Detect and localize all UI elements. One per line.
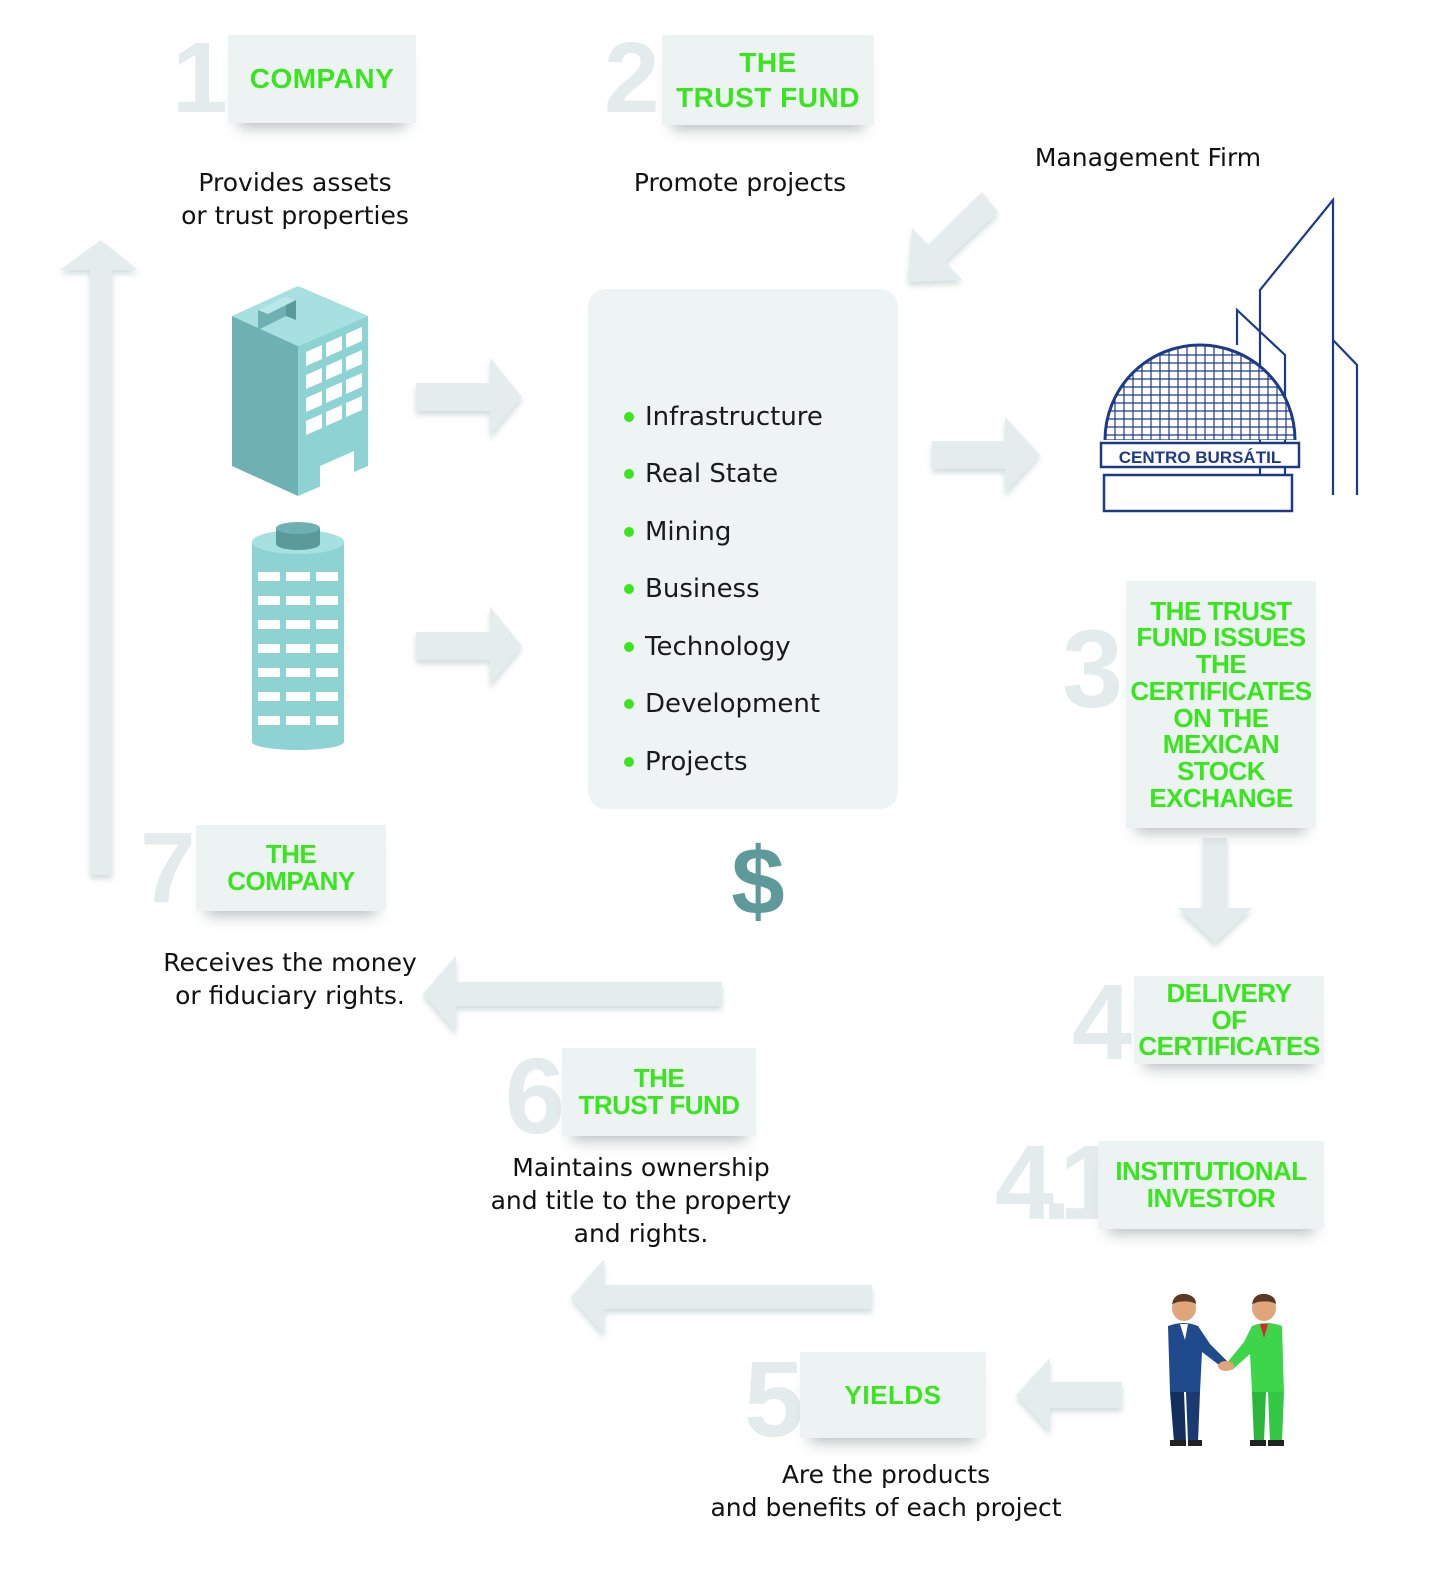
cylinder-tower-icon	[252, 522, 344, 750]
step-5-title: YIELDS	[844, 1380, 942, 1410]
bullet-icon	[624, 584, 634, 595]
project-label: Real State	[645, 459, 779, 490]
arrow-management-firm	[908, 192, 998, 282]
step-5-number: 5	[744, 1338, 804, 1459]
step-4-1-title-line: INVESTOR	[1146, 1183, 1276, 1213]
project-label: Technology	[645, 631, 791, 662]
bullet-icon	[624, 756, 634, 767]
step-3-title-line: STOCK	[1176, 755, 1266, 786]
project-label: Business	[645, 574, 760, 605]
step-4-1-number: 4.1	[995, 1124, 1118, 1242]
projects-list: Infrastructure Real State Mining Busines…	[624, 388, 823, 791]
step-6-desc-line: and title to the property	[490, 1186, 792, 1215]
step-4-1-label: INSTITUTIONAL INVESTOR	[1098, 1141, 1324, 1229]
step-6-desc-line: and rights.	[573, 1219, 709, 1248]
step-1-desc-line: Provides assets	[198, 168, 392, 197]
logo-text: CENTRO BURSÁTIL	[1118, 448, 1282, 467]
step-7-desc-line: or fiduciary rights.	[175, 981, 405, 1010]
arrow-up-left	[60, 240, 138, 875]
step-5-label: YIELDS	[800, 1352, 986, 1438]
project-item: Technology	[624, 618, 823, 676]
arrow-left-to-trust-fund	[571, 1259, 872, 1335]
step-2-number: 2	[604, 22, 660, 134]
project-label: Mining	[645, 516, 732, 547]
project-label: Development	[645, 689, 821, 720]
arrow-left-to-yields	[1016, 1358, 1122, 1432]
arrow-tower-to-box	[416, 607, 522, 685]
step-1-number: 1	[172, 22, 228, 134]
step-4-1-title-line: INSTITUTIONAL	[1115, 1156, 1307, 1186]
step-2-title-line: TRUST FUND	[676, 82, 860, 113]
step-5-desc-line: Are the products	[781, 1460, 991, 1489]
project-label: Projects	[645, 746, 748, 777]
step-1-title: COMPANY	[249, 63, 395, 94]
step-2-label: THE TRUST FUND	[662, 35, 874, 125]
step-7-number: 7	[140, 812, 196, 924]
arrow-box-to-logo	[932, 417, 1040, 493]
step-1-label: COMPANY	[228, 35, 416, 123]
step-3-label: THE TRUST FUND ISSUES THE CERTIFICATES O…	[1126, 581, 1316, 828]
step-7-desc-line: Receives the money	[163, 948, 417, 977]
step-2-title-line: THE	[739, 47, 797, 78]
step-3-title-line: THE TRUST	[1150, 595, 1292, 626]
bullet-icon	[624, 411, 634, 422]
step-4-number: 4	[1072, 961, 1132, 1082]
step-4-title-line: OF	[1211, 1004, 1247, 1035]
project-item: Mining	[624, 503, 823, 561]
step-6-number: 6	[505, 1035, 565, 1156]
centro-bursatil-logo	[1099, 196, 1359, 513]
arrow-down-certificates	[1178, 838, 1252, 943]
step-7-description: Receives the money or fiduciary rights.	[140, 946, 440, 1012]
step-3-title-line: MEXICAN	[1162, 729, 1280, 760]
step-3-title-line: CERTIFICATES	[1130, 675, 1312, 706]
step-7-title-line: COMPANY	[227, 866, 355, 896]
project-item: Projects	[624, 733, 823, 791]
step-6-description: Maintains ownership and title to the pro…	[460, 1151, 822, 1250]
step-5-desc-line: and benefits of each project	[710, 1493, 1062, 1522]
step-6-label: THE TRUST FUND	[562, 1048, 756, 1136]
bullet-icon	[624, 469, 634, 480]
step-2-description: Promote projects	[633, 168, 847, 197]
step-1-description: Provides assets or trust properties	[165, 166, 425, 232]
step-3-title-line: ON THE	[1173, 702, 1269, 733]
step-6-desc-line: Maintains ownership	[512, 1153, 770, 1182]
step-3-number: 3	[1062, 608, 1123, 731]
step-4-title-line: CERTIFICATES	[1138, 1031, 1320, 1062]
office-building-icon	[232, 286, 368, 496]
step-3-title-line: EXCHANGE	[1149, 782, 1293, 813]
projects-box	[588, 289, 898, 809]
dollar-icon: $	[731, 828, 785, 935]
step-6-title-line: THE	[633, 1063, 685, 1093]
project-item: Development	[624, 676, 823, 734]
project-item: Business	[624, 561, 823, 619]
bullet-icon	[624, 641, 634, 652]
bullet-icon	[624, 526, 634, 537]
handshake-icon	[1168, 1293, 1284, 1446]
step-4-label: DELIVERY OF CERTIFICATES	[1134, 976, 1324, 1064]
step-7-title-line: THE	[265, 839, 317, 869]
step-3-title-line: THE	[1195, 649, 1247, 680]
bullet-icon	[624, 699, 634, 710]
step-6-title-line: TRUST FUND	[578, 1090, 740, 1120]
project-item: Infrastructure	[624, 388, 823, 446]
project-label: Infrastructure	[645, 401, 823, 432]
step-1-desc-line: or trust properties	[181, 201, 409, 230]
step-4-title-line: DELIVERY	[1166, 977, 1292, 1008]
management-firm-label: Management Firm	[1034, 143, 1262, 172]
arrow-building-to-box	[416, 358, 522, 436]
step-3-title-line: FUND ISSUES	[1136, 622, 1306, 653]
arrow-left-to-company	[423, 956, 722, 1032]
step-7-label: THE COMPANY	[196, 825, 386, 911]
step-5-description: Are the products and benefits of each pr…	[690, 1458, 1082, 1524]
project-item: Real State	[624, 446, 823, 504]
